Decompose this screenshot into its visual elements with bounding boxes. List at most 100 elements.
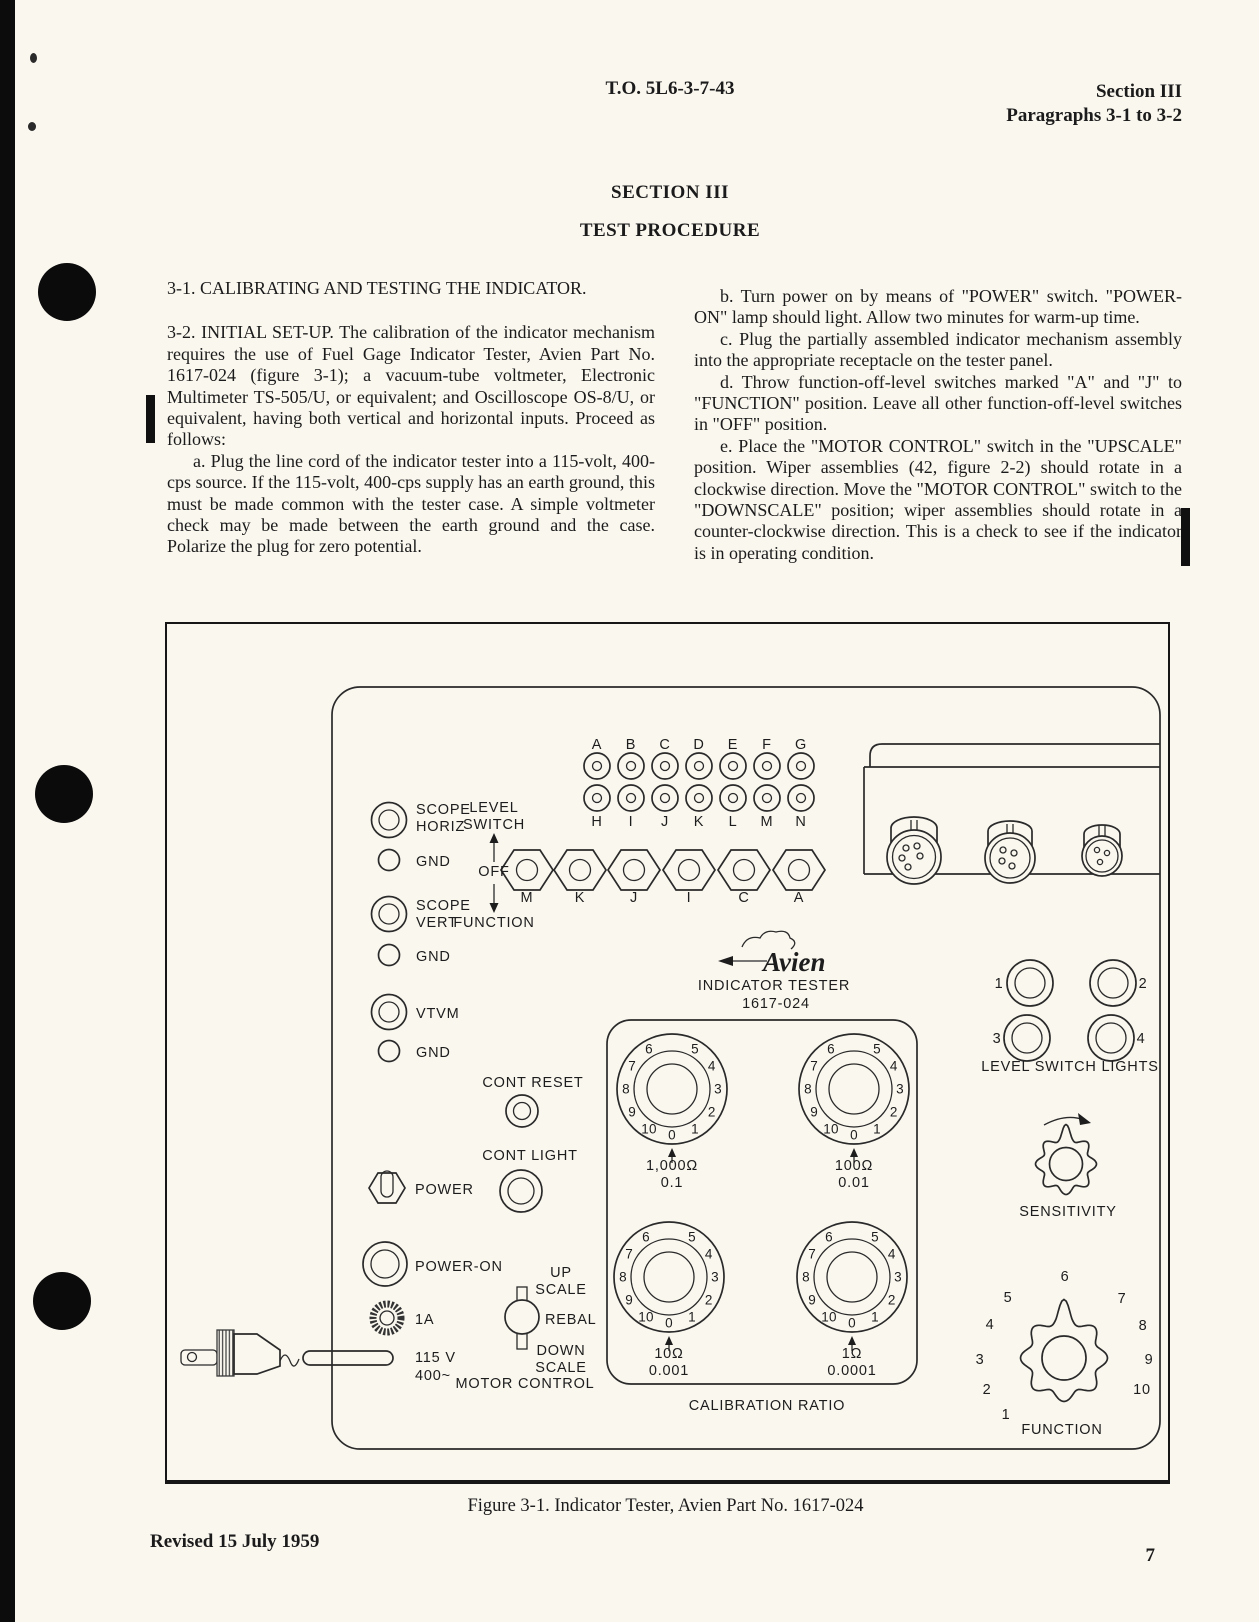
dial-tick-6: 6 xyxy=(645,1042,653,1057)
paragraph-3-1-heading: 3-1. CALIBRATING AND TESTING THE INDICAT… xyxy=(167,278,587,298)
jack-letter-E: E xyxy=(728,737,738,753)
hex-switch-letter-M: M xyxy=(521,890,534,906)
dial-tick-7: 7 xyxy=(810,1059,818,1074)
dial-tick-8: 8 xyxy=(622,1082,630,1097)
hex-switch-letter-J: J xyxy=(630,890,638,906)
dial-ohms-label: 10Ω xyxy=(654,1346,683,1362)
calibration-dial-box xyxy=(606,1019,918,1385)
receptacle-connector xyxy=(1081,824,1123,877)
dial-ratio-label: 0.0001 xyxy=(827,1363,876,1379)
paragraph-b: b. Turn power on by means of "POWER" swi… xyxy=(694,286,1182,328)
paragraph-a: a. Plug the line cord of the indicator t… xyxy=(167,450,655,557)
jack-L xyxy=(719,784,747,812)
dial-tick-7: 7 xyxy=(628,1059,636,1074)
jack-letter-D: D xyxy=(693,737,704,753)
gnd-terminal: GND xyxy=(377,1039,451,1063)
jack-D xyxy=(685,752,713,780)
dial-tick-3: 3 xyxy=(714,1082,722,1097)
connector-pins xyxy=(998,846,1018,870)
scope-horiz-terminal: SCOPE HORIZ xyxy=(370,801,470,839)
power-on-label: POWER-ON xyxy=(415,1259,503,1275)
rotation-arrow-icon xyxy=(1078,1113,1091,1125)
logo-arrow-icon xyxy=(718,956,733,966)
dial-tick-0: 0 xyxy=(848,1316,856,1331)
motor-control-switch: UP SCALE REBAL DOWN SCALE MOTOR CONTROL xyxy=(455,1265,597,1392)
receptacle-connector xyxy=(984,820,1036,884)
section-subtitle: TEST PROCEDURE xyxy=(579,220,761,241)
hex-switch-C xyxy=(716,849,772,891)
scope-vert-label-2: VERT xyxy=(416,915,458,931)
page-number: 7 xyxy=(1145,1545,1156,1566)
dial-tick-4: 4 xyxy=(890,1059,898,1074)
receptacle-connector xyxy=(886,816,942,885)
sensitivity-label: SENSITIVITY xyxy=(1019,1204,1116,1220)
binding-edge xyxy=(0,0,15,1622)
jack-letter-L: L xyxy=(729,814,738,830)
gnd-label: GND xyxy=(416,1045,451,1061)
dial-pointer-icon xyxy=(668,1148,676,1157)
dial-tick-1: 1 xyxy=(871,1309,879,1324)
change-bar xyxy=(1181,508,1190,566)
downscale-label-1: DOWN xyxy=(536,1343,585,1359)
level-switch-label-2: SWITCH xyxy=(463,817,525,833)
scope-vert-terminal: SCOPE VERT xyxy=(370,895,470,933)
fuse-rating-label: 1A xyxy=(415,1312,434,1328)
dial-tick-10: 10 xyxy=(638,1309,654,1324)
punch-hole xyxy=(38,263,96,321)
toggle-handle-icon xyxy=(380,1170,394,1198)
jack-C xyxy=(651,752,679,780)
dial-ratio-label: 0.1 xyxy=(661,1175,684,1191)
dial-ohms-label: 100Ω xyxy=(835,1158,873,1174)
line-voltage-label: 115 V xyxy=(415,1350,456,1366)
vtvm-terminal: VTVM xyxy=(370,993,459,1031)
dial-tick-10: 10 xyxy=(823,1121,839,1136)
function-scale-8: 8 xyxy=(1139,1318,1148,1334)
gnd-label: GND xyxy=(416,949,451,965)
rebal-label: REBAL xyxy=(545,1312,597,1328)
dial-ohms-label: 1,000Ω xyxy=(646,1158,698,1174)
dial-ratio-label: 0.001 xyxy=(649,1363,689,1379)
dial-tick-3: 3 xyxy=(711,1270,719,1285)
dial-tick-5: 5 xyxy=(691,1042,699,1057)
function-scale-6: 6 xyxy=(1061,1269,1070,1285)
power-on-lamp: POWER-ON xyxy=(362,1241,503,1287)
off-label: OFF xyxy=(478,864,509,880)
tester-title: INDICATOR TESTER xyxy=(698,978,850,994)
section-ref-line2: Paragraphs 3-1 to 3-2 xyxy=(1006,105,1182,126)
dial-tick-4: 4 xyxy=(708,1059,716,1074)
dial-tick-2: 2 xyxy=(890,1105,898,1120)
upscale-label-1: UP xyxy=(550,1265,572,1281)
function-scale-10: 10 xyxy=(1133,1382,1151,1398)
upscale-label-2: SCALE xyxy=(535,1282,587,1298)
jack-J xyxy=(651,784,679,812)
jack-F xyxy=(753,752,781,780)
jack-G xyxy=(787,752,815,780)
jack-letter-H: H xyxy=(591,814,602,830)
cont-light-label: CONT LIGHT xyxy=(482,1148,578,1164)
dial-tick-3: 3 xyxy=(896,1082,904,1097)
dial-tick-8: 8 xyxy=(804,1082,812,1097)
power-label: POWER xyxy=(415,1182,474,1198)
jack-letter-A: A xyxy=(592,737,602,753)
dial-tick-0: 0 xyxy=(850,1128,858,1143)
revision-date: Revised 15 July 1959 xyxy=(150,1531,320,1552)
dial-tick-7: 7 xyxy=(808,1247,816,1262)
dial-tick-5: 5 xyxy=(688,1230,696,1245)
connector-pins xyxy=(898,842,924,871)
calibration-ratio-label: CALIBRATION RATIO xyxy=(689,1398,845,1414)
function-scale-3: 3 xyxy=(976,1352,985,1368)
gnd-terminal: GND xyxy=(377,943,451,967)
dial-tick-4: 4 xyxy=(705,1247,713,1262)
dial-tick-3: 3 xyxy=(894,1270,902,1285)
punch-hole xyxy=(33,1272,91,1330)
dial-tick-0: 0 xyxy=(668,1128,676,1143)
motor-control-label: MOTOR CONTROL xyxy=(455,1376,594,1392)
dial-tick-9: 9 xyxy=(628,1105,636,1120)
dial-tick-9: 9 xyxy=(808,1293,816,1308)
dial-tick-2: 2 xyxy=(705,1293,713,1308)
